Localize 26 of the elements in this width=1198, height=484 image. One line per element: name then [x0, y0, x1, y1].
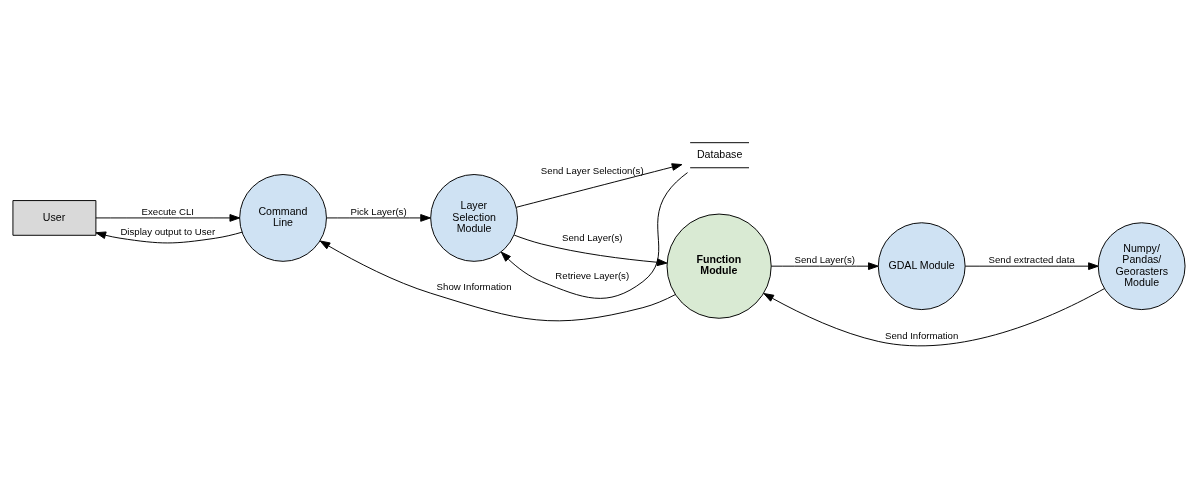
edge-label: Execute CLI — [141, 206, 194, 218]
node-circle: GDAL Module — [877, 222, 966, 311]
arrow — [319, 240, 676, 322]
arrow — [500, 172, 688, 299]
arrow — [964, 262, 1099, 271]
edge-label: Pick Layer(s) — [350, 206, 407, 218]
arrow — [95, 214, 241, 222]
node-circle: Function Module — [666, 213, 772, 319]
edge-label: Retrieve Layer(s) — [555, 269, 630, 281]
arrow — [763, 288, 1105, 347]
edge-label: Send Layer Selection(s) — [540, 164, 644, 176]
edge-label: Send extracted data — [988, 254, 1075, 266]
edge-label: Send Information — [885, 329, 959, 341]
edge-label: Send Layer(s) — [562, 232, 623, 244]
node-circle: Numpy/ Pandas/ Georasters Module — [1097, 222, 1186, 311]
edge-label: Show Information — [436, 281, 512, 293]
node-text: Database — [696, 147, 743, 160]
arrow — [95, 231, 243, 244]
edge-label: Send Layer(s) — [794, 254, 855, 266]
arrow — [770, 262, 879, 271]
arrow — [515, 163, 683, 208]
edge-label: Display output to User — [120, 226, 216, 238]
node-box: User — [12, 200, 97, 236]
arrow — [513, 234, 668, 267]
node-circle: Command Line — [239, 174, 327, 262]
arrow — [326, 214, 431, 222]
